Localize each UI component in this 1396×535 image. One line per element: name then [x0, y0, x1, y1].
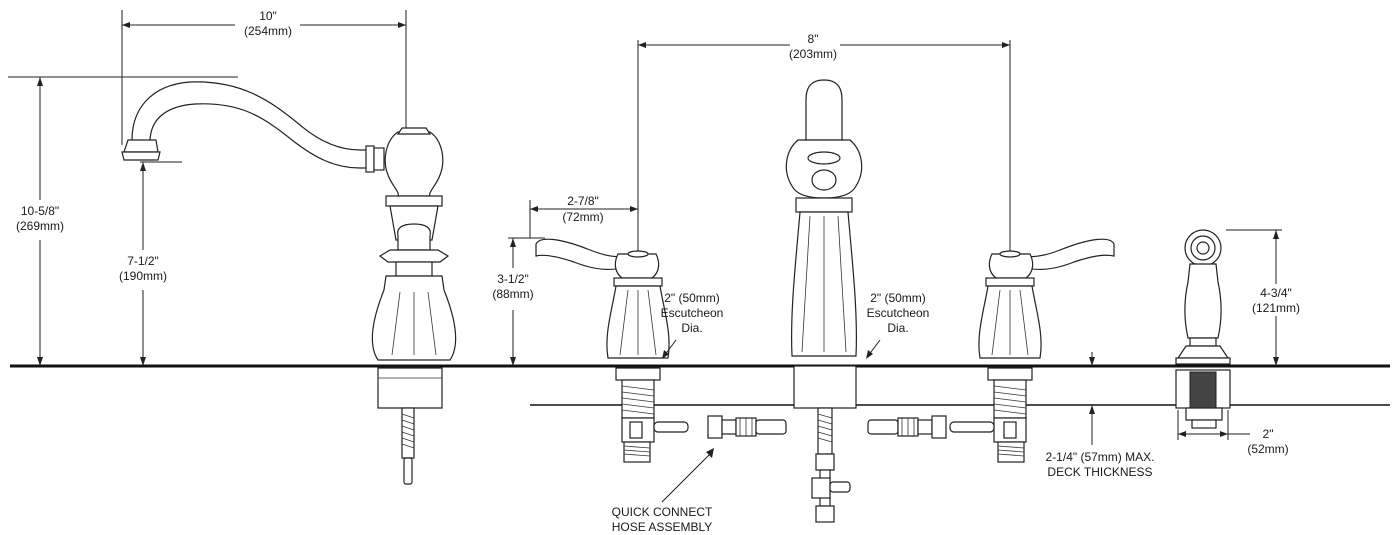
right-quick-connect	[867, 415, 947, 439]
spray-width-value: 2"	[1263, 427, 1274, 441]
handle-spread-metric: (203mm)	[789, 47, 837, 61]
escutcheon-right-leader	[866, 339, 881, 359]
escutcheon-left-line3: Dia.	[681, 321, 702, 335]
overall-height-metric: (269mm)	[16, 219, 64, 233]
right-handle-valve	[949, 238, 1115, 463]
dim-handle-spread	[637, 40, 1011, 252]
quick-connect-line2: HOSE ASSEMBLY	[612, 520, 712, 534]
escutcheon-left-value: 2" (50mm)	[664, 291, 720, 305]
quick-connect-leader	[661, 448, 714, 503]
escutcheon-right-value: 2" (50mm)	[870, 291, 926, 305]
handle-height-value: 3-1/2"	[497, 272, 529, 286]
spout-height-metric: (190mm)	[119, 269, 167, 283]
spray-height-metric: (121mm)	[1252, 301, 1300, 315]
quick-connect-line1: QUICK CONNECT	[612, 505, 713, 519]
dim-overall-height	[8, 76, 238, 366]
escutcheon-right-line2: Escutcheon	[867, 306, 930, 320]
spout-height-value: 7-1/2"	[127, 254, 159, 268]
left-handle-valve	[535, 238, 689, 463]
deck-thickness-line1: 2-1/4" (57mm) MAX.	[1046, 450, 1155, 464]
spray-width-metric: (52mm)	[1247, 442, 1288, 456]
handle-reach-value: 2-7/8"	[567, 194, 599, 208]
escutcheon-left-leader	[662, 339, 677, 359]
handle-height-metric: (88mm)	[492, 287, 533, 301]
dim-spout-height	[140, 161, 182, 366]
escutcheon-right-line3: Dia.	[887, 321, 908, 335]
spout-reach-metric: (254mm)	[244, 24, 292, 38]
spout-reach-value: 10"	[259, 9, 277, 23]
handle-reach-metric: (72mm)	[562, 210, 603, 224]
escutcheon-left-line2: Escutcheon	[661, 306, 724, 320]
faucet-side-view	[121, 81, 457, 485]
side-spray	[1175, 229, 1231, 429]
dim-deck-thickness	[1089, 352, 1095, 445]
dim-handle-reach	[529, 200, 638, 238]
deck-thickness-line2: DECK THICKNESS	[1047, 465, 1152, 479]
dim-handle-height	[508, 237, 545, 366]
left-quick-connect	[707, 415, 787, 439]
dim-spray-height	[1226, 229, 1282, 366]
overall-height-value: 10-5/8"	[21, 204, 59, 218]
dim-spray-width	[1177, 410, 1250, 440]
spray-height-value: 4-3/4"	[1260, 286, 1292, 300]
handle-spread-value: 8"	[808, 32, 819, 46]
center-spout-front	[785, 79, 863, 523]
countertop-deck	[10, 364, 1390, 406]
